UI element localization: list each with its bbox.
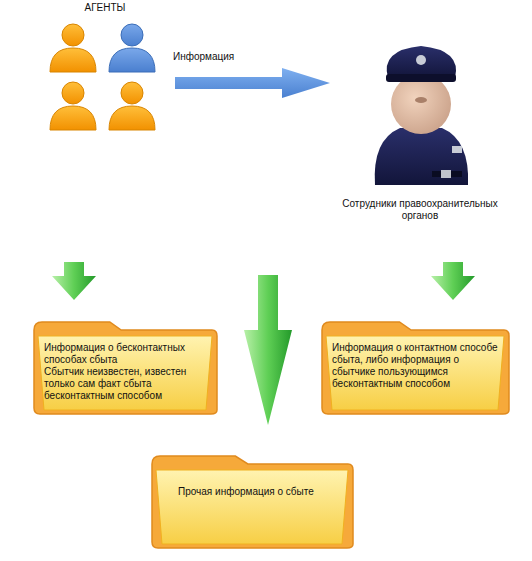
officer-group: Сотрудники правоохранительных органов [330,40,510,222]
folder-text: Прочая информация о сбыте [178,486,336,498]
folder-text: Информация о контактном способе сбыта, л… [332,342,500,390]
folder-box: Информация о контактном способе сбыта, л… [318,318,512,416]
agent-icons [50,24,155,130]
text-holder: АГЕНТЫ [45,2,165,14]
edge-label: Информация [173,51,234,63]
flow-arrow [175,68,330,98]
folder-text: Информация о бесконтактных способах сбыт… [44,342,208,366]
text-holder: Информация о бесконтактных способах сбыт… [44,342,208,402]
group-caption: Сотрудники правоохранительных органов [330,198,510,222]
group-caption: АГЕНТЫ [45,2,165,14]
text-holder: Сотрудники правоохранительных органов [330,198,510,222]
folder-text: Сбытчик неизвестен, известен только сам … [44,366,208,402]
folder-box: Информация о бесконтактных способах сбыт… [30,318,220,416]
folder-shape [148,452,356,550]
text-holder: Прочая информация о сбыте [178,486,336,498]
police-officer [375,46,468,185]
agents-group: АГЕНТЫ [45,2,165,132]
text-holder: Информация о контактном способе сбыта, л… [332,342,500,390]
folder-box: Прочая информация о сбыте [148,452,356,550]
